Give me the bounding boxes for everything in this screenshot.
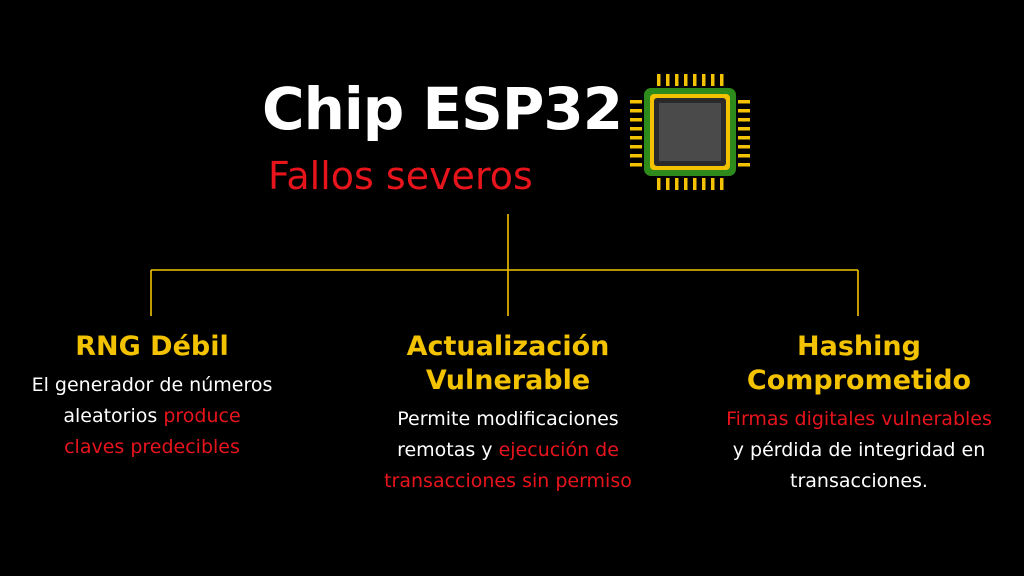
desc-segment-highlight: Firmas digitales vulnerables <box>726 408 992 430</box>
diagram-title: Chip ESP32 <box>262 75 623 143</box>
item-rng-debil: RNG Débil El generador de números aleato… <box>20 330 284 463</box>
microchip-icon <box>630 74 750 190</box>
desc-segment-highlight: ejecución de <box>498 439 619 461</box>
desc-segment: y pérdida de integridad en <box>732 439 986 461</box>
desc-segment: aleatorios <box>63 405 164 427</box>
desc-segment: transacciones. <box>790 470 928 492</box>
item-heading-line: RNG Débil <box>75 331 229 362</box>
diagram-subtitle: Fallos severos <box>268 154 533 198</box>
item-description: Permite modificaciones remotas y ejecuci… <box>370 404 646 497</box>
item-heading: Hashing Comprometido <box>712 330 1006 398</box>
item-heading-line: Comprometido <box>746 365 972 396</box>
item-heading: RNG Débil <box>20 330 284 364</box>
item-description: El generador de números aleatorios produ… <box>20 370 284 463</box>
item-heading-line: Vulnerable <box>425 365 591 396</box>
item-heading-line: Actualización <box>406 331 610 362</box>
desc-segment: remotas y <box>397 439 499 461</box>
item-actualizacion-vulnerable: Actualización Vulnerable Permite modific… <box>370 330 646 497</box>
desc-segment-highlight: claves predecibles <box>64 436 240 458</box>
desc-segment-highlight: transacciones sin permiso <box>384 470 632 492</box>
item-heading: Actualización Vulnerable <box>370 330 646 398</box>
desc-segment: El generador de números <box>31 374 273 396</box>
item-description: Firmas digitales vulnerables y pérdida d… <box>712 404 1006 497</box>
desc-segment-highlight: produce <box>163 405 241 427</box>
desc-segment: Permite modificaciones <box>397 408 619 430</box>
item-heading-line: Hashing <box>797 331 921 362</box>
item-hashing-comprometido: Hashing Comprometido Firmas digitales vu… <box>712 330 1006 497</box>
